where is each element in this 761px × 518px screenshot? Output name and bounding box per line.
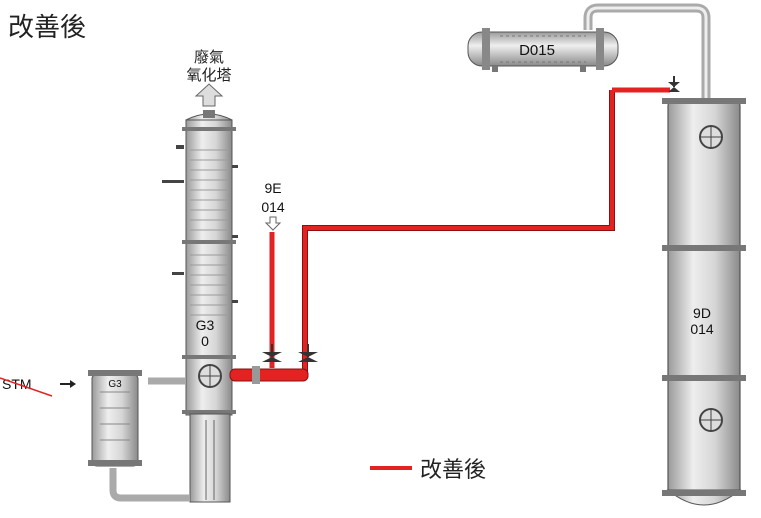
column-9d-label-1: 9D xyxy=(693,305,711,321)
legend-label: 改善後 xyxy=(420,458,486,483)
flange-ring xyxy=(662,98,746,104)
valve-icon xyxy=(298,344,318,362)
offgas-label-2: 氧化塔 xyxy=(186,66,231,84)
offgas-label-1: 廢氣 xyxy=(194,48,224,66)
column-g30-label-2: 0 xyxy=(201,333,209,349)
manway-icon xyxy=(699,125,723,149)
nine-e-label-2: 014 xyxy=(261,199,285,215)
stm-strike-mark xyxy=(0,377,53,397)
condenser-d015: D015 xyxy=(467,28,619,72)
improved-pipe xyxy=(229,87,670,384)
column-g30: G3 0 xyxy=(162,110,238,503)
valve-icon xyxy=(262,344,282,362)
condenser-label: D015 xyxy=(519,42,555,59)
reboiler-label: G3 xyxy=(108,379,122,390)
nine-e-label-1: 9E xyxy=(264,180,281,196)
column-g30-label-1: G3 xyxy=(196,317,215,333)
manway-icon xyxy=(198,364,222,388)
column-9d-label-2: 014 xyxy=(690,321,714,337)
flange-ring xyxy=(662,245,746,251)
feed-arrow-icon xyxy=(264,216,282,231)
manway-icon xyxy=(699,408,723,432)
stm-arrow-icon xyxy=(60,380,76,388)
flange-ring xyxy=(662,490,746,496)
reboiler-bottom-pipe xyxy=(109,468,190,502)
flange-ring xyxy=(662,375,746,381)
page-title: 改善後 xyxy=(8,13,86,43)
column-9d014: 9D 014 xyxy=(662,98,746,506)
offgas-arrow-icon xyxy=(194,83,224,107)
valve-icon xyxy=(668,76,680,92)
reboiler-g3: G3 xyxy=(88,370,142,467)
